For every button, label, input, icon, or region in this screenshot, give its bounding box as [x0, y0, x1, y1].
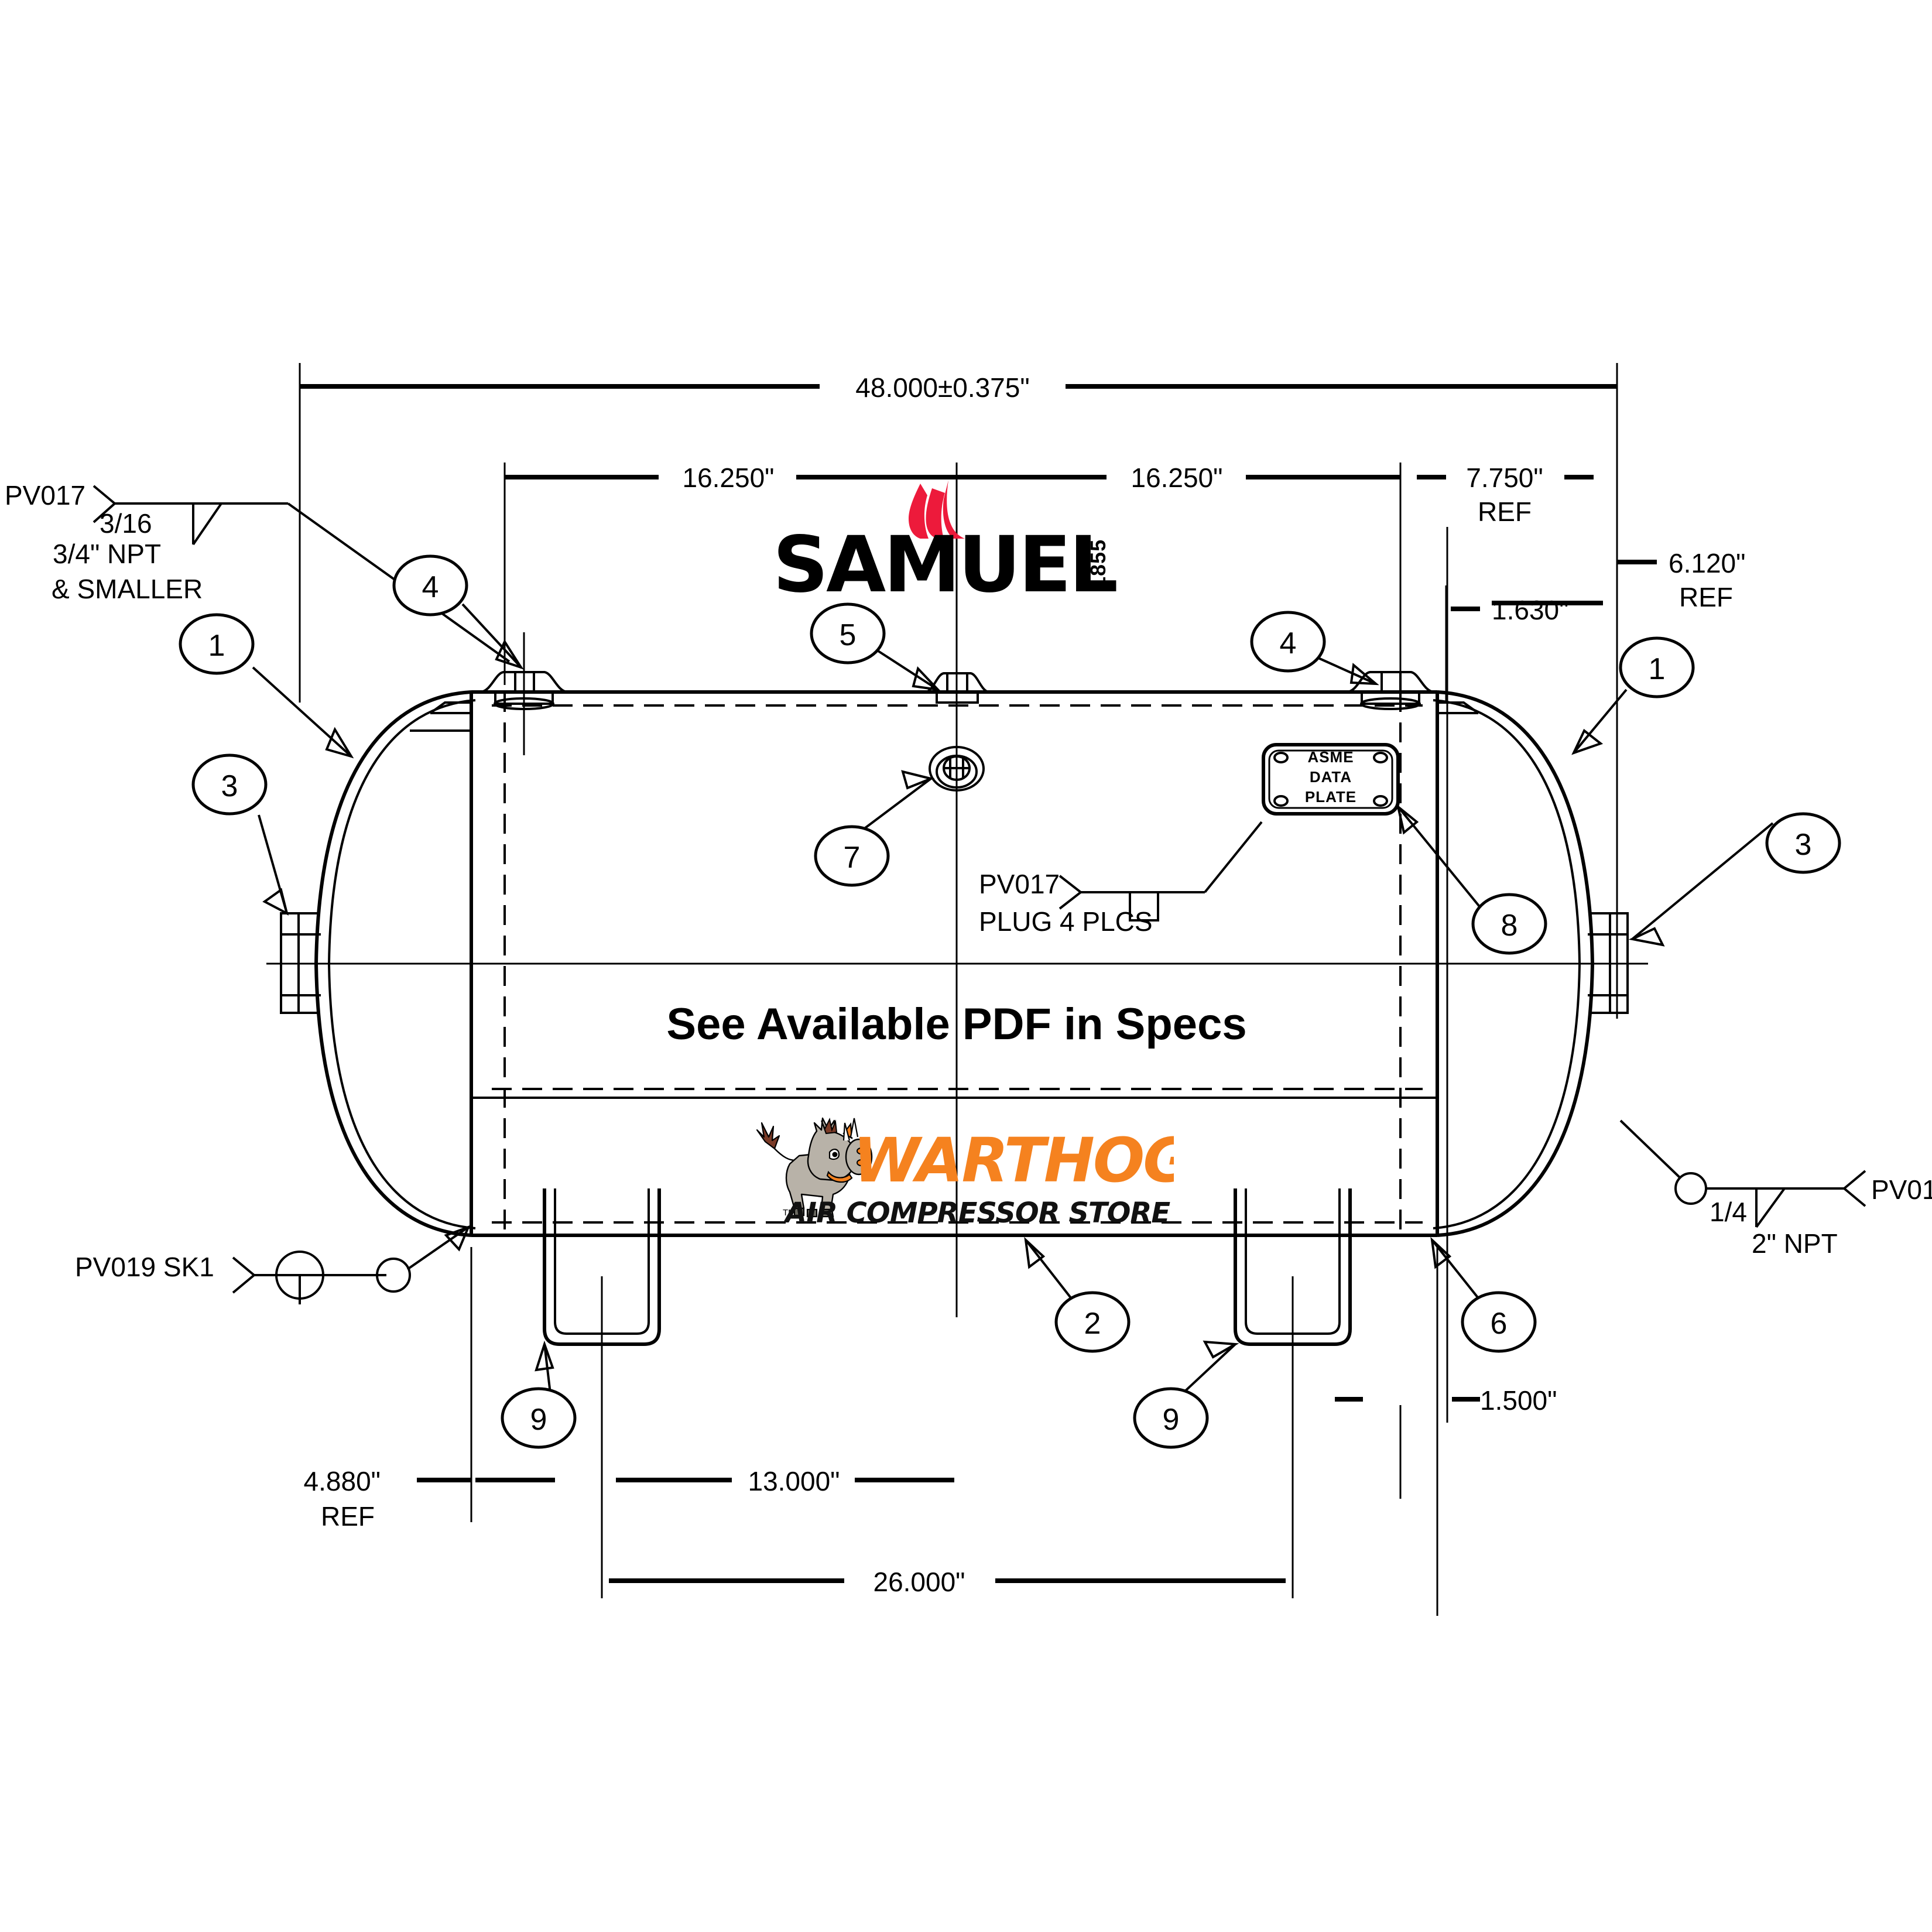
balloon-label: 9: [530, 1403, 547, 1437]
weld-right-size: 1/4: [1710, 1197, 1747, 1227]
leg-span-inner-value: 13.000": [748, 1466, 840, 1496]
balloon-2: [1054, 1291, 1131, 1353]
balloon-9: [1133, 1387, 1209, 1449]
balloon-label: 5: [840, 618, 857, 652]
weld-left-tag: PV017: [5, 480, 85, 511]
samuel-flame-icon: [909, 480, 965, 539]
samuel-logo: SAMUEL 1855: [773, 480, 1124, 610]
sk1-note: PV019 SK1: [75, 1225, 471, 1304]
balloon-9: [501, 1387, 577, 1449]
balloon-3: [191, 753, 268, 816]
weld-right-tag: PV017: [1871, 1174, 1932, 1205]
top-nozzle-left: [479, 632, 568, 755]
samuel-wordmark: SAMUEL: [773, 520, 1116, 597]
balloon-leaders: [252, 603, 1774, 1395]
balloon-group: 1 3 4 5 4 1 3 7 8 2 6 9 9: [179, 554, 1841, 1449]
weld-right-line1: 2" NPT: [1752, 1228, 1838, 1259]
head-ref-value: 7.750": [1466, 463, 1543, 493]
balloon-label: 9: [1163, 1403, 1180, 1437]
asme-data-plate: ASME DATA PLATE: [1262, 743, 1400, 816]
data-plate-line3: PLATE: [1305, 788, 1356, 806]
balloon-label: 4: [1280, 626, 1297, 660]
plug-note: PV017 PLUG 4 PLCS: [979, 821, 1263, 937]
balloon-5: [810, 602, 886, 664]
balloon-label: 3: [221, 769, 238, 803]
center-fitting-item7: [929, 746, 985, 792]
warthog-tm: TM: [783, 1208, 796, 1218]
balloon-3: [1765, 812, 1841, 874]
balloon-7: [814, 825, 890, 887]
balloon-label: 6: [1491, 1307, 1508, 1341]
diameter-ref-value: 6.120": [1669, 548, 1745, 578]
right-span-value: 16.250": [1131, 463, 1222, 493]
top-nozzle-center: [924, 672, 990, 704]
right-reference-dimensions: 6.120" REF 1.630": [1445, 527, 1745, 703]
side-port-left: [280, 912, 321, 1014]
balloon-label: 4: [422, 570, 439, 604]
left-foot-ref-value: 4.880": [304, 1466, 381, 1496]
balloon-4: [1250, 611, 1326, 673]
weld-note-left: PV017 3/16 3/4" NPT & SMALLER: [5, 480, 511, 663]
leg-span-outer-value: 26.000": [873, 1567, 965, 1597]
plug-note-tag: PV017: [979, 869, 1060, 899]
balloon-1: [179, 613, 255, 675]
overall-length-dimension: 48.000±0.375": [299, 363, 1618, 1019]
left-foot-ref-suffix: REF: [321, 1501, 375, 1532]
side-port-right: [1588, 912, 1629, 1014]
samuel-year: 1855: [1086, 539, 1110, 588]
plug-note-text: PLUG 4 PLCS: [979, 906, 1153, 937]
balloon-label: 7: [844, 841, 861, 875]
weld-left-line1: 3/4" NPT: [53, 539, 161, 569]
balloon-label: 2: [1084, 1307, 1101, 1341]
balloon-label: 3: [1795, 828, 1812, 862]
balloon-8: [1471, 893, 1547, 955]
bottom-dimensions: 4.880" REF 13.000" 26.000" 1.500": [304, 1247, 1557, 1616]
sk1-note-tag: PV019 SK1: [75, 1252, 214, 1282]
balloon-label: 1: [208, 629, 225, 663]
segment-dimensions: 16.250" 16.250" 7.750" REF: [503, 463, 1594, 1423]
warthog-tagline: AIR COMPRESSOR STORE: [783, 1197, 1170, 1229]
balloon-6: [1461, 1291, 1537, 1353]
data-plate-line2: DATA: [1310, 768, 1352, 786]
data-plate-line1: ASME: [1307, 748, 1354, 766]
bottom-offset-value: 1.500": [1480, 1385, 1557, 1416]
balloon-label: 1: [1649, 652, 1666, 686]
weld-left-size: 3/16: [100, 508, 152, 539]
top-nozzle-right: [1346, 671, 1435, 710]
overlay-title: See Available PDF in Specs: [666, 999, 1246, 1049]
warthog-wordmark: WARTHOG: [853, 1125, 1174, 1196]
balloon-1: [1619, 636, 1695, 698]
weld-left-line2: & SMALLER: [52, 574, 203, 604]
overall-length-value: 48.000±0.375": [855, 372, 1029, 403]
left-span-value: 16.250": [682, 463, 774, 493]
balloon-4: [392, 554, 468, 616]
balloon-label: 8: [1501, 909, 1518, 943]
head-ref-suffix: REF: [1478, 496, 1532, 527]
nozzle-offset-value: 1.630": [1492, 595, 1568, 625]
diameter-ref-suffix: REF: [1679, 582, 1733, 612]
warthog-mascot-icon: TM: [756, 1117, 873, 1218]
warthog-logo: TM WARTHOG AIR COMPRESSOR STORE: [729, 1107, 1193, 1232]
weld-note-right: PV017 1/4 2" NPT: [1619, 1119, 1932, 1259]
